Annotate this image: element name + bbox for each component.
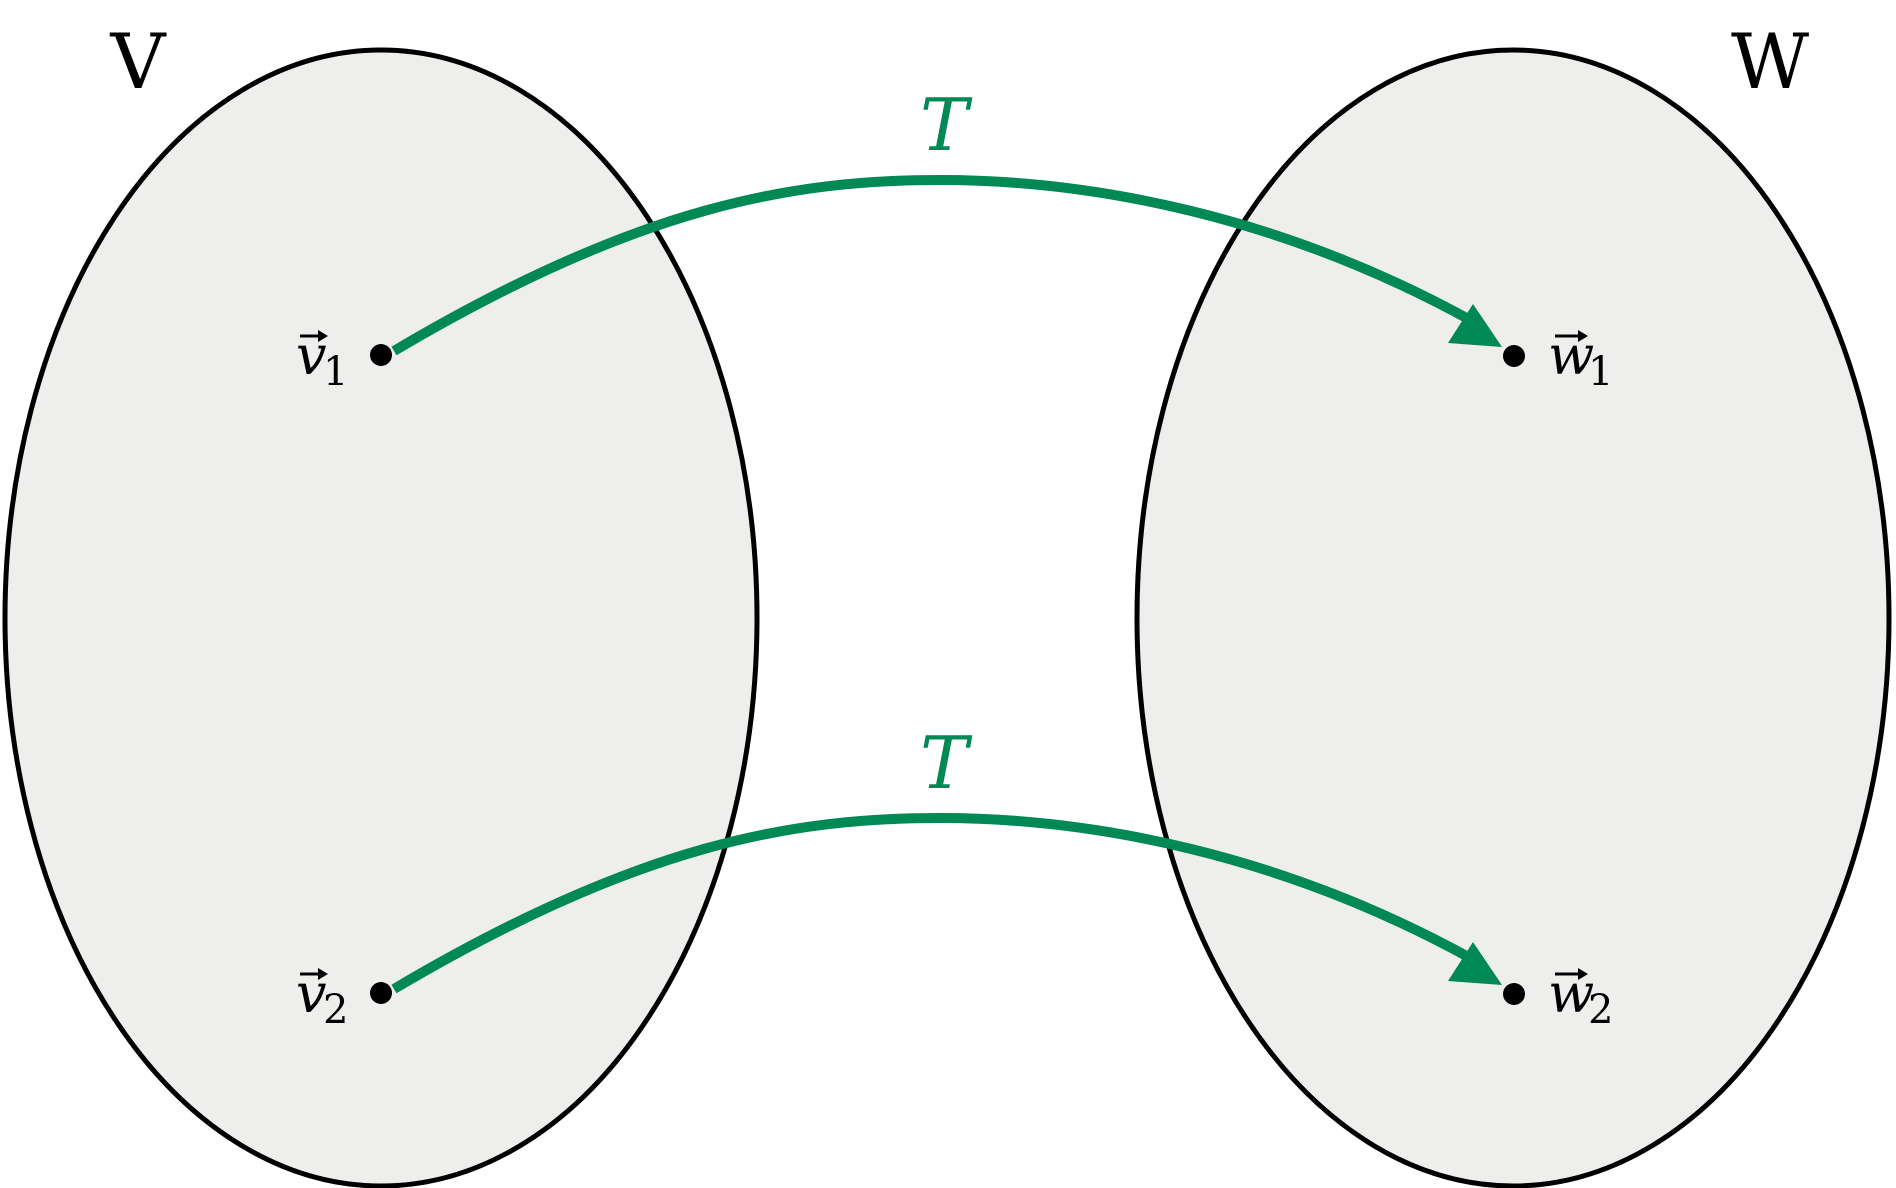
point-w1 [1503,345,1525,367]
codomain-set-label: W [1731,17,1809,106]
vector-label-w2: w 2 [1548,962,1613,1033]
vector-label-v2: v 2 [296,962,348,1033]
point-w2 [1503,983,1525,1005]
vector-name-v2: v [296,962,327,1025]
map-arrowhead-top [1448,304,1502,347]
codomain-set-w [1134,47,1892,1188]
domain-set-v [2,47,760,1188]
point-v2 [370,982,392,1004]
map-arrowhead-bottom [1448,942,1502,985]
vector-subscript-v2: 2 [323,987,348,1033]
vector-name-v1: v [296,324,327,387]
map-curve-top [391,174,1475,356]
vector-name-w1: w [1548,324,1594,387]
vector-label-v1: v 1 [296,324,348,395]
vector-label-w1: w 1 [1548,324,1613,395]
map-label-top: T [920,83,973,167]
map-label-bottom: T [920,721,973,805]
vector-name-w2: w [1548,962,1594,1025]
point-v1 [370,344,392,366]
map-curve-bottom [391,812,1475,994]
domain-set-label: V [110,17,167,106]
vector-subscript-w2: 2 [1588,987,1613,1033]
vector-subscript-v1: 1 [323,349,348,395]
vector-subscript-w1: 1 [1588,349,1613,395]
